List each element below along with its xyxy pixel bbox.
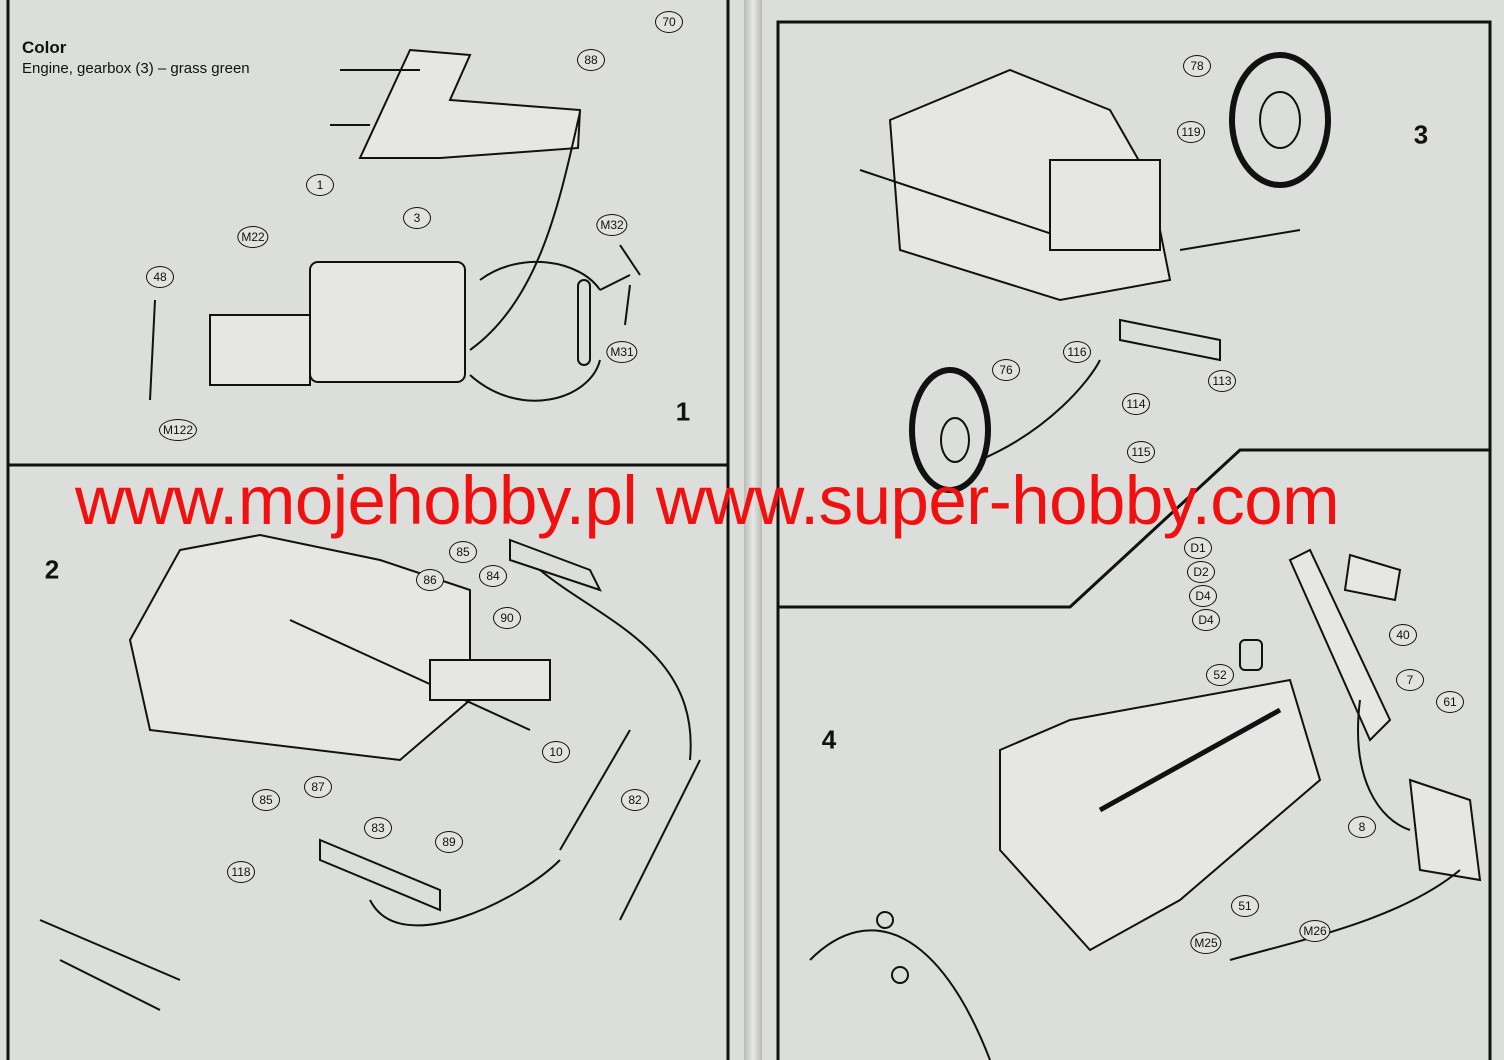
step-number-1: 1 (675, 396, 691, 427)
part-callout: 51 (1231, 895, 1259, 917)
watermark-text: www.mojehobby.pl www.super-hobby.com (75, 462, 1340, 539)
part-callout: 113 (1208, 370, 1236, 392)
color-note: Engine, gearbox (3) – grass green (22, 60, 250, 77)
part-callout: 61 (1436, 691, 1464, 713)
part-callout: 90 (493, 607, 521, 629)
part-callout: M22 (237, 226, 269, 248)
part-callout: 7 (1396, 669, 1424, 691)
step-number-2: 2 (44, 554, 60, 585)
part-callout: 119 (1177, 121, 1205, 143)
part-callout: 8 (1348, 816, 1376, 838)
part-callout: 3 (403, 207, 431, 229)
part-callout: D1 (1184, 537, 1212, 559)
part-callout: 10 (542, 741, 570, 763)
part-callout: M25 (1190, 932, 1222, 954)
part-callout: 87 (304, 776, 332, 798)
part-callout: 52 (1206, 664, 1234, 686)
part-callout: 89 (435, 831, 463, 853)
part-callout: 76 (992, 359, 1020, 381)
part-callout: M32 (596, 214, 628, 236)
step1-drawing (149, 48, 641, 402)
step4-drawing (809, 548, 1482, 1060)
left-frame (6, 0, 730, 1060)
part-callout: 48 (146, 266, 174, 288)
part-callout: M122 (158, 419, 198, 441)
part-callout: 84 (479, 565, 507, 587)
part-callout: 1 (306, 174, 334, 196)
step-number-3: 3 (1413, 119, 1429, 150)
panel-divider-3-4 (778, 448, 1490, 609)
part-callout: D2 (1187, 561, 1215, 583)
part-callout: 83 (364, 817, 392, 839)
part-callout: 115 (1127, 441, 1155, 463)
part-callout: 78 (1183, 55, 1211, 77)
left-page (0, 0, 744, 1060)
step3-drawing (859, 52, 1331, 493)
part-callout: D4 (1189, 585, 1217, 607)
part-callout: 114 (1122, 393, 1150, 415)
part-callout: D4 (1192, 609, 1220, 631)
step-number-4: 4 (821, 724, 837, 755)
part-callout: 40 (1389, 624, 1417, 646)
part-callout: 85 (449, 541, 477, 563)
page-gutter (744, 0, 762, 1060)
part-callout: M31 (606, 341, 638, 363)
part-callout: 118 (227, 861, 255, 883)
part-callout: M26 (1299, 920, 1331, 942)
part-callout: 85 (252, 789, 280, 811)
part-callout: 86 (416, 569, 444, 591)
part-callout: 70 (655, 11, 683, 33)
part-callout: 116 (1063, 341, 1091, 363)
part-callout: 82 (621, 789, 649, 811)
right-frame (776, 20, 1492, 1060)
step2-drawing (39, 533, 701, 1011)
part-callout: 88 (577, 49, 605, 71)
color-heading: Color (22, 38, 67, 57)
